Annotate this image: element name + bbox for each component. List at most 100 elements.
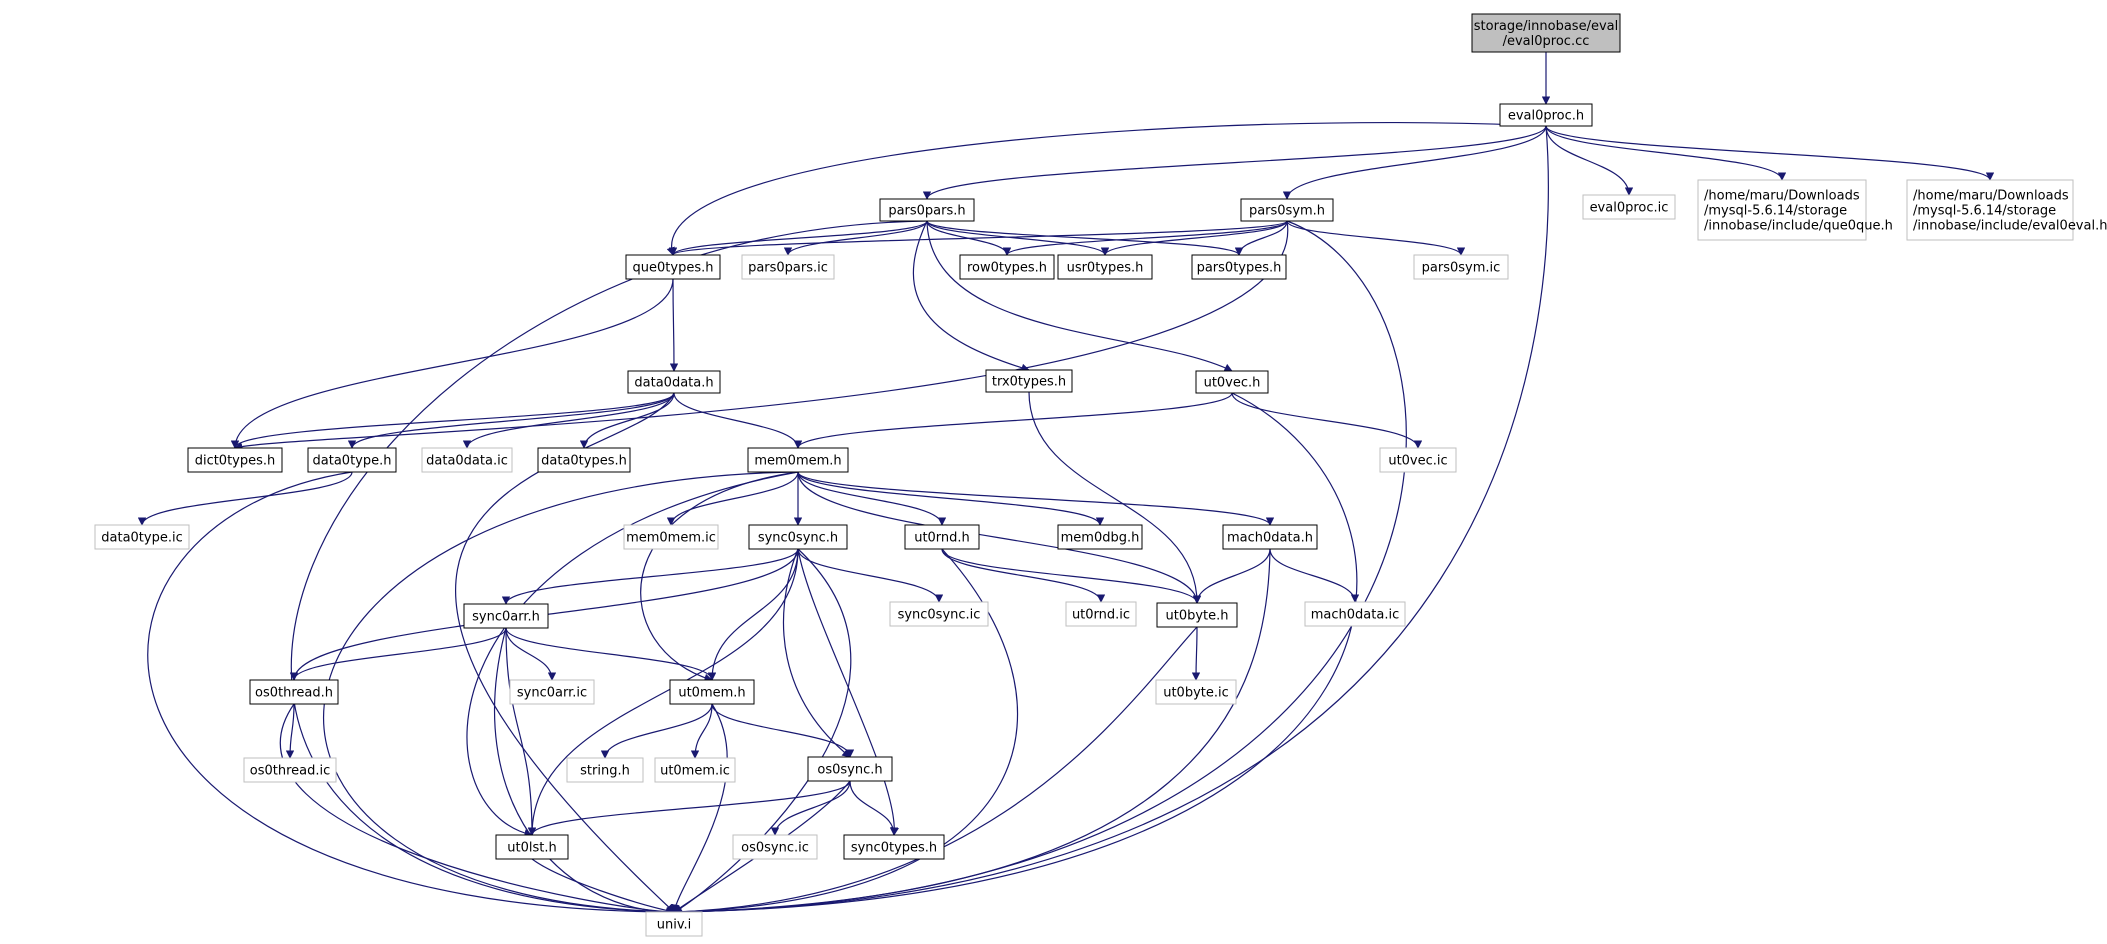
node-que0que-h: /home/maru/Downloads/mysql-5.6.14/storag… — [1697, 179, 1893, 241]
edge-sync0sync_h-to-sync0sync_ic — [797, 548, 944, 603]
node-label: pars0sym.ic — [1422, 261, 1501, 276]
node-pars0pars-h[interactable]: pars0pars.h — [879, 198, 975, 222]
node-box — [843, 834, 945, 860]
node-box — [1697, 179, 1867, 241]
node-box — [187, 447, 283, 473]
node-box — [1413, 254, 1509, 280]
edge-mem0mem_h-to-mem0dbg_h — [797, 471, 1105, 526]
node-box — [985, 369, 1073, 393]
node-box — [307, 447, 397, 473]
node-ut0byte-h[interactable]: ut0byte.h — [1156, 602, 1238, 628]
node-ut0rnd-h[interactable]: ut0rnd.h — [904, 524, 980, 550]
node-pars0sym-h[interactable]: pars0sym.h — [1240, 198, 1334, 222]
file-nodes: storage/innobase/eval/eval0proc.cc eval0p… — [94, 13, 2107, 937]
node-label: trx0types.h — [992, 375, 1066, 390]
node-usr0types-h[interactable]: usr0types.h — [1057, 254, 1153, 280]
node-ut0vec-h[interactable]: ut0vec.h — [1195, 370, 1269, 394]
node-os0sync-h[interactable]: os0sync.h — [807, 756, 893, 782]
edge-ut0mem_h-to-univ_i — [671, 703, 728, 913]
node-box — [625, 254, 721, 280]
node-box — [748, 524, 848, 550]
node-data0types-h[interactable]: data0types.h — [537, 447, 631, 473]
node-univ-i: univ.i — [645, 911, 703, 937]
node-label: sync0types.h — [851, 841, 937, 856]
node-sync0sync-ic: sync0sync.ic — [889, 601, 989, 627]
node-box — [94, 524, 190, 550]
node-label: ut0vec.ic — [1388, 454, 1447, 469]
node-mach0data-ic: mach0data.ic — [1304, 601, 1406, 627]
node-label: os0thread.h — [255, 686, 333, 701]
node-ut0rnd-ic: ut0rnd.ic — [1065, 601, 1137, 627]
node-label: sync0sync.ic — [898, 608, 981, 623]
node-label: data0types.h — [541, 454, 627, 469]
node-label: row0types.h — [967, 261, 1047, 276]
edge-data0data_h-to-mem0mem_h — [673, 392, 803, 449]
edge-data0type_h-to-data0type_ic — [137, 471, 353, 526]
node-sync0types-h[interactable]: sync0types.h — [843, 834, 945, 860]
node-box — [566, 757, 644, 783]
node-box — [1379, 447, 1457, 473]
node-label: eval0proc.ic — [1590, 201, 1669, 216]
edge-sync0sync_h-to-os0sync_h — [782, 548, 851, 758]
node-ut0mem-h[interactable]: ut0mem.h — [669, 679, 755, 705]
node-pars0pars-ic: pars0pars.ic — [741, 254, 835, 280]
node-sync0sync-h[interactable]: sync0sync.h — [748, 524, 848, 550]
edge-ut0lst_h-to-univ_i — [531, 858, 675, 915]
node-label: pars0types.h — [1197, 261, 1282, 276]
node-label: /home/maru/Downloads — [1704, 189, 1860, 204]
node-root[interactable]: storage/innobase/eval/eval0proc.cc — [1471, 13, 1621, 53]
node-label: ut0mem.h — [678, 686, 745, 701]
node-dict0types-h[interactable]: dict0types.h — [187, 447, 283, 473]
edge-pars0sym_h-to-pars0types_h — [1234, 220, 1288, 256]
edge-mach0data_h-to-ut0byte_h — [1192, 548, 1271, 604]
node-label: pars0pars.h — [888, 204, 965, 219]
node-box — [1499, 103, 1593, 127]
node-data0data-ic: data0data.ic — [421, 447, 513, 473]
node-box — [879, 198, 975, 222]
node-label: data0data.ic — [426, 454, 508, 469]
node-trx0types-h[interactable]: trx0types.h — [985, 369, 1073, 393]
node-eval0eval-h: /home/maru/Downloads/mysql-5.6.14/storag… — [1906, 179, 2107, 241]
node-label: ut0byte.ic — [1163, 686, 1229, 701]
node-label: os0sync.h — [817, 763, 882, 778]
node-label: data0data.h — [634, 376, 713, 391]
node-box — [807, 756, 893, 782]
edge-eval0proc_h-to-que0que_h — [1545, 125, 1787, 181]
edge-data0data_h-to-data0data_ic — [462, 392, 675, 449]
node-label: sync0arr.h — [472, 610, 540, 625]
edge-pars0sym_h-to-que0types_h — [669, 220, 1288, 256]
edge-mem0mem_h-to-ut0mem_h — [640, 471, 799, 682]
node-eval0proc-h[interactable]: eval0proc.h — [1499, 103, 1593, 127]
node-box — [747, 447, 849, 473]
node-mem0dbg-h[interactable]: mem0dbg.h — [1057, 524, 1143, 550]
node-os0thread-h[interactable]: os0thread.h — [249, 679, 339, 705]
node-label: mem0dbg.h — [1061, 531, 1140, 546]
node-ut0lst-h[interactable]: ut0lst.h — [495, 834, 569, 860]
node-mach0data-h[interactable]: mach0data.h — [1222, 524, 1318, 550]
edge-ut0vec_h-to-mem0mem_h — [793, 392, 1233, 449]
node-box — [495, 834, 569, 860]
edge-ut0mem_h-to-ut0mem_ic — [690, 703, 713, 759]
edge-data0type_h-to-univ_i — [147, 471, 675, 917]
node-sync0arr-h[interactable]: sync0arr.h — [463, 603, 549, 629]
node-box — [623, 524, 719, 550]
edge-sync0arr_h-to-ut0lst_h — [505, 627, 537, 836]
edge-que0types_h-to-dict0types_h — [230, 278, 674, 449]
node-label: string.h — [580, 764, 630, 779]
node-label: /innobase/include/que0que.h — [1704, 219, 1893, 234]
node-data0type-h[interactable]: data0type.h — [307, 447, 397, 473]
edge-eval0proc_h-to-pars0sym_h — [1282, 125, 1547, 200]
node-row0types-h[interactable]: row0types.h — [959, 254, 1055, 280]
node-pars0types-h[interactable]: pars0types.h — [1191, 254, 1287, 280]
node-label: ut0rnd.h — [914, 531, 970, 546]
node-data0data-h[interactable]: data0data.h — [627, 370, 721, 394]
edge-mem0mem_h-to-mem0mem_ic — [666, 471, 799, 526]
node-ut0vec-ic: ut0vec.ic — [1379, 447, 1457, 473]
node-que0types-h[interactable]: que0types.h — [625, 254, 721, 280]
node-box — [732, 834, 818, 860]
node-mem0mem-h[interactable]: mem0mem.h — [747, 447, 849, 473]
edge-data0data_h-to-data0types_h — [579, 392, 675, 449]
edge-eval0proc_h-to-eval0eval_h — [1545, 125, 1995, 181]
node-box — [1240, 198, 1334, 222]
node-label: ut0lst.h — [507, 841, 556, 856]
